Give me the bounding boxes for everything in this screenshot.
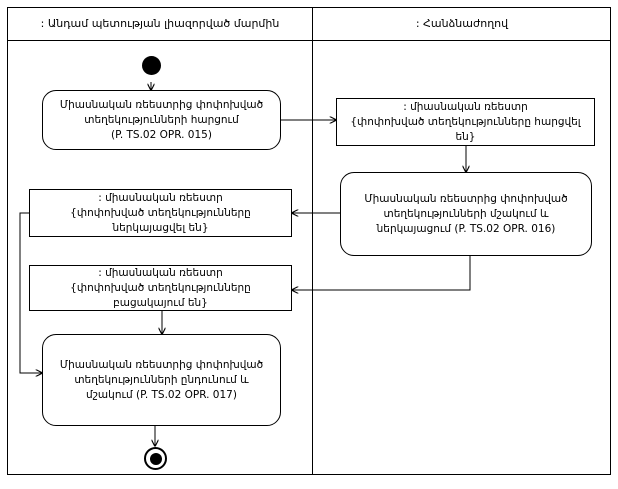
- activity-opr-015-line2: տեղեկությունների հարցում: [84, 113, 239, 126]
- activity-opr-017-text: Միասնական ռեեստրից փոփոխված տեղեկություն…: [49, 358, 274, 403]
- state-node-information-absent[interactable]: : միասնական ռեեստր {փոփոխված տեղեկությու…: [29, 265, 292, 311]
- activity-opr-015-text: Միասնական ռեեստրից փոփոխված տեղեկություն…: [49, 98, 274, 143]
- activity-opr-017-line2: տեղեկությունների ընդունում և: [74, 373, 249, 386]
- swimlane-title-right: : Հանձնաժողով: [415, 17, 509, 30]
- state-node-information-requested[interactable]: : միասնական ռեեստր {փոփոխված տեղեկությու…: [336, 98, 595, 146]
- activity-opr-017-line3: մշակում (P. TS.02 OPR. 017): [86, 388, 237, 401]
- activity-opr-017-line1: Միասնական ռեեստրից փոփոխված: [59, 358, 264, 371]
- state-node-information-presented[interactable]: : միասնական ռեեստր {փոփոխված տեղեկությու…: [29, 189, 292, 237]
- final-node-inner: [149, 452, 162, 465]
- activity-opr-016-line1: Միասնական ռեեստրից փոփոխված: [364, 192, 568, 205]
- activity-opr-015-line3: (P. TS.02 OPR. 015): [111, 128, 212, 141]
- swimlane-divider: [312, 7, 313, 475]
- activity-opr-015-line1: Միասնական ռեեստրից փոփոխված: [59, 98, 264, 111]
- state-information-absent-line2: {փոփոխված տեղեկությունները բացակայում են…: [70, 281, 251, 309]
- state-information-requested-line1: : միասնական ռեեստր: [403, 100, 528, 113]
- activity-node-opr-015[interactable]: Միասնական ռեեստրից փոփոխված տեղեկություն…: [42, 90, 281, 150]
- initial-node: [142, 56, 161, 75]
- activity-node-opr-016[interactable]: Միասնական ռեեստրից փոփոխված տեղեկություն…: [340, 172, 592, 256]
- state-information-requested-line2: {փոփոխված տեղեկությունները հարցվել են}: [350, 115, 581, 143]
- swimlane-title-left: : Անդամ պետության լիազորված մարմին: [40, 17, 280, 30]
- state-information-presented-line1: : միասնական ռեեստր: [98, 191, 223, 204]
- activity-opr-016-text: Միասնական ռեեստրից փոփոխված տեղեկություն…: [347, 192, 585, 237]
- diagram-frame: [7, 7, 611, 475]
- final-node: [144, 447, 167, 470]
- state-information-absent-line1: : միասնական ռեեստր: [98, 266, 223, 279]
- activity-node-opr-017[interactable]: Միասնական ռեեստրից փոփոխված տեղեկություն…: [42, 334, 281, 426]
- activity-opr-016-line3: ներկայացում (P. TS.02 OPR. 016): [376, 222, 556, 235]
- activity-opr-016-line2: տեղեկությունների մշակում և: [383, 207, 549, 220]
- swimlane-header-rule: [7, 40, 611, 41]
- state-information-absent-text: : միասնական ռեեստր {փոփոխված տեղեկությու…: [36, 266, 285, 311]
- state-information-presented-line2: {փոփոխված տեղեկությունները ներկայացվել ե…: [70, 206, 251, 234]
- state-information-presented-text: : միասնական ռեեստր {փոփոխված տեղեկությու…: [36, 191, 285, 236]
- state-information-requested-text: : միասնական ռեեստր {փոփոխված տեղեկությու…: [343, 100, 588, 145]
